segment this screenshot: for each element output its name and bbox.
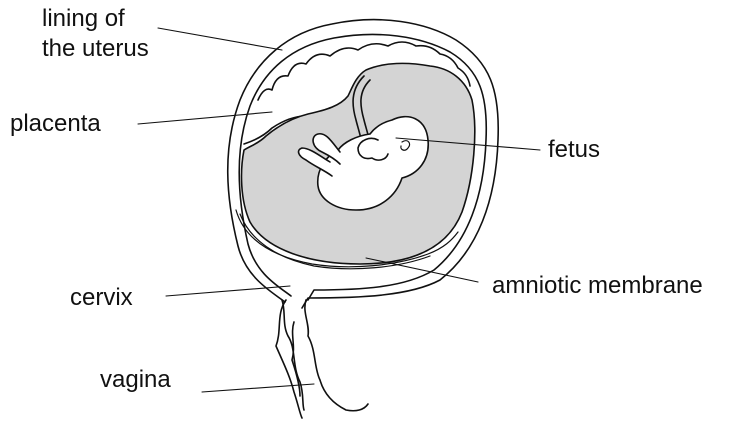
pointer-cervix [166,286,290,296]
pointer-amniotic [366,258,478,282]
pointer-vagina [202,384,314,392]
pointer-placenta [138,112,272,124]
vagina-left-wall [276,300,302,418]
label-amniotic-membrane: amniotic membrane [492,271,703,301]
label-lining-line1: lining of [42,4,149,34]
label-cervix: cervix [70,283,133,313]
label-placenta: placenta [10,109,101,139]
label-fetus: fetus [548,135,600,165]
label-vagina: vagina [100,365,171,395]
pointer-lining [158,28,282,50]
cervix-right [305,300,368,411]
label-lining-line2: the uterus [42,34,149,64]
label-lining-of-uterus: lining of the uterus [42,4,149,64]
